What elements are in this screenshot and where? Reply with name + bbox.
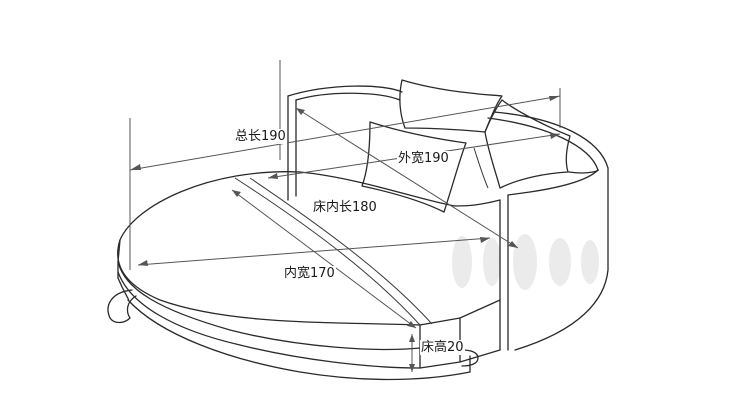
outer-width-label: 外宽190 [397,151,450,166]
dimension-lines [129,60,561,372]
total-length-label: 总长190 [234,129,287,144]
inner-width-label: 内宽170 [283,266,336,281]
mattress [107,171,501,381]
watermark [452,234,599,290]
pillows [361,79,571,213]
total-length-line [129,95,561,171]
headboard [287,85,609,351]
inner-width-line [231,189,417,329]
outer-width-line [295,107,519,249]
inner-length-label: 床内长180 [312,200,378,215]
bed-height-label: 床高20 [420,340,465,355]
